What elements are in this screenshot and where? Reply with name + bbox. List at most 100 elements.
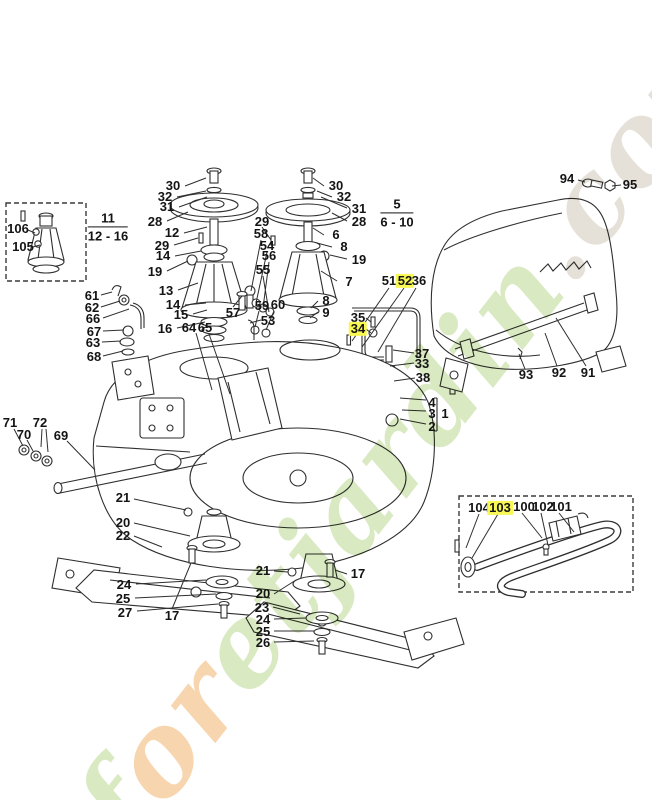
hardware-cluster [236,285,275,340]
part-label-101: 101 [550,498,572,514]
part-label-36: 36 [411,272,427,288]
part-label-28: 28 [351,213,367,229]
part-label-21: 21 [255,562,271,578]
part-label-1: 1 [441,405,449,421]
part-label-67: 67 [86,323,102,339]
part-label-57: 57 [225,304,241,320]
part-label-33: 33 [414,355,430,371]
group-ref-range: 6 - 10 [380,214,414,229]
part-label-31: 31 [159,198,175,214]
group-ref-number: 5 [380,196,414,213]
part-label-69: 69 [53,427,69,443]
cutting-deck [92,339,435,571]
part-label-14: 14 [155,247,171,263]
part-label-72: 72 [32,414,48,430]
part-label-66: 66 [85,310,101,326]
part-label-65: 65 [197,319,213,335]
part-label-7: 7 [345,273,353,289]
inset-handle-assembly [454,495,634,598]
part-label-59: 59 [254,297,270,313]
part-label-20: 20 [115,514,131,530]
part-label-4: 4 [428,394,436,410]
part-label-104: 104 [468,499,490,515]
part-label-53: 53 [260,312,276,328]
part-label-26: 26 [255,634,271,650]
part-label-32: 32 [336,188,352,204]
spindle-assembly-right [265,167,351,325]
part-label-62: 62 [84,299,100,315]
part-label-105: 105 [12,238,34,254]
part-label-91: 91 [580,364,596,380]
part-label-2: 2 [428,418,436,434]
part-label-3: 3 [428,405,436,421]
part-label-35: 35 [350,309,366,325]
part-label-103: 103 [487,499,513,516]
part-label-30: 30 [165,177,181,193]
part-label-23: 23 [254,599,270,615]
part-label-55: 55 [255,261,271,277]
part-label-12: 12 [164,224,180,240]
part-label-60: 60 [270,296,286,312]
part-label-19: 19 [351,251,367,267]
part-label-16: 16 [157,320,173,336]
part-label-25: 25 [115,590,131,606]
part-label-54: 54 [259,237,275,253]
part-label-21: 21 [115,489,131,505]
part-label-28: 28 [147,213,163,229]
part-label-102: 102 [532,498,554,514]
part-label-25: 25 [255,623,271,639]
part-label-64: 64 [181,319,197,335]
part-label-14: 14 [165,296,181,312]
part-label-24: 24 [116,576,132,592]
part-label-32: 32 [157,188,173,204]
blade-assembly-left [51,507,301,619]
part-label-63: 63 [85,334,101,350]
part-label-68: 68 [86,348,102,364]
group-ref-number: 11 [87,210,129,227]
part-label-24: 24 [255,611,271,627]
part-label-61: 61 [84,287,100,303]
part-label-8: 8 [322,292,330,308]
part-label-52: 52 [395,272,415,289]
part-label-58: 58 [253,225,269,241]
spindle-assembly-left [169,167,259,343]
part-label-38: 38 [415,369,431,385]
part-label-29: 29 [254,213,270,229]
part-label-27: 27 [117,604,133,620]
part-label-37: 37 [414,345,430,361]
part-label-17: 17 [164,607,180,623]
part-label-31: 31 [351,200,367,216]
part-label-19: 19 [147,263,163,279]
part-label-92: 92 [551,364,567,380]
part-label-70: 70 [16,426,32,442]
part-label-20: 20 [255,585,271,601]
part-label-94: 94 [559,170,575,186]
belt-cover [430,197,627,393]
leader-lines [13,177,622,643]
part-label-34: 34 [348,320,368,337]
part-label-30: 30 [328,177,344,193]
part-label-8: 8 [340,238,348,254]
part-label-17: 17 [350,565,366,581]
part-label-6: 6 [332,226,340,242]
part-label-56: 56 [261,247,277,263]
part-label-9: 9 [322,304,330,320]
idler-parts [111,285,145,356]
part-label-100: 100 [513,498,535,514]
group-ref-range: 12 - 16 [87,228,129,243]
part-label-51: 51 [381,272,397,288]
part-label-93: 93 [518,366,534,382]
part-label-95: 95 [622,176,638,192]
part-label-71: 71 [2,414,18,430]
part-label-22: 22 [115,527,131,543]
cover-screw-nut [581,178,616,192]
part-label-29: 29 [154,237,170,253]
part-label-13: 13 [158,282,174,298]
part-label-106: 106 [7,220,29,236]
part-label-15: 15 [173,306,189,322]
